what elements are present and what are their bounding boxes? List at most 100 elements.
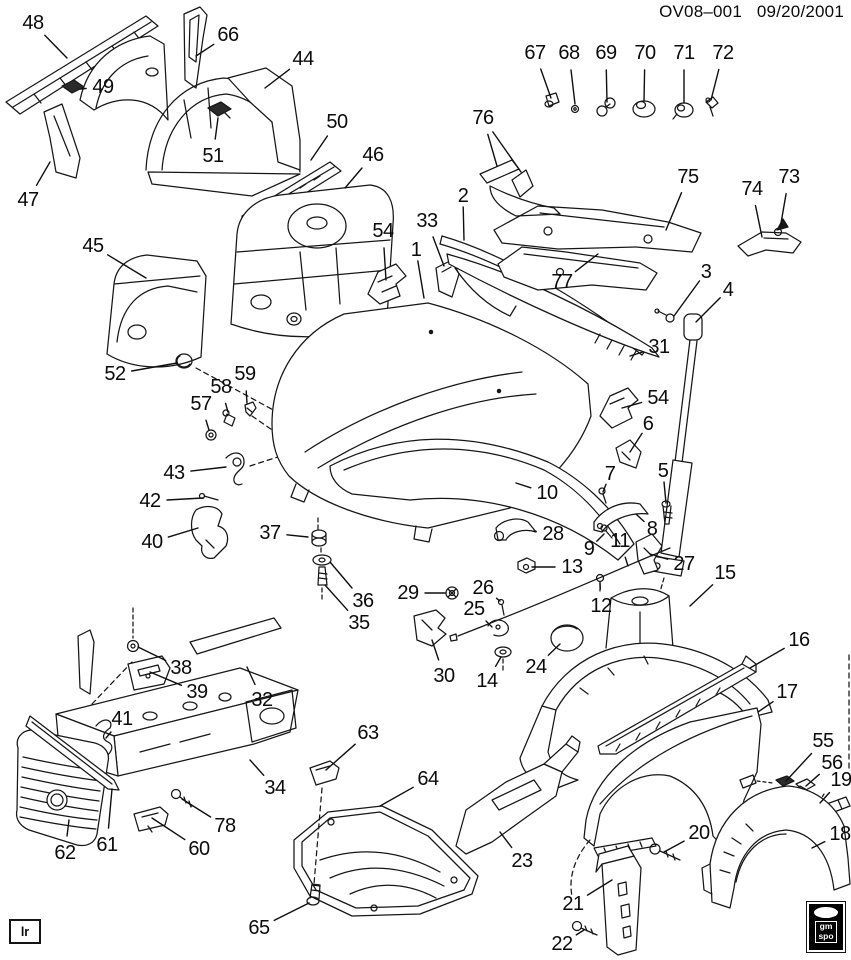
leader-line-77 — [574, 253, 599, 273]
callout-33: 33 — [416, 210, 438, 232]
callout-50: 50 — [326, 111, 348, 133]
callout-17: 17 — [776, 681, 798, 703]
leader-line-30 — [431, 639, 440, 661]
leader-line-23 — [499, 831, 513, 849]
callout-27: 27 — [673, 553, 695, 575]
part-sketch-clip-55 — [756, 775, 795, 787]
leader-line-52 — [130, 362, 178, 372]
callout-70: 70 — [634, 42, 656, 64]
leader-line-8 — [635, 513, 645, 523]
leader-line-74 — [754, 204, 763, 238]
leader-line-4 — [695, 297, 721, 323]
part-sketch-apron-45 — [106, 254, 207, 368]
logo-word-spo: spo — [818, 930, 834, 941]
callout-13: 13 — [561, 556, 583, 578]
leader-line-55 — [785, 752, 813, 782]
callout-22: 22 — [551, 933, 573, 955]
leader-line-64 — [379, 786, 414, 807]
leader-line-31 — [629, 351, 644, 357]
callout-32: 32 — [251, 689, 273, 711]
revision-mark-text: lr — [20, 924, 30, 939]
logo-text: gm spo — [815, 921, 837, 943]
leader-line-35 — [324, 584, 349, 611]
leader-line-54 — [383, 247, 387, 281]
callout-20: 20 — [688, 822, 710, 844]
leader-line-26 — [495, 597, 501, 602]
part-sketch-fastener-69 — [596, 97, 616, 117]
logo-word-gm: gm — [819, 921, 833, 931]
part-sketch-fastener-72 — [705, 96, 719, 117]
leader-line-76 — [487, 133, 498, 167]
callout-31: 31 — [648, 336, 670, 358]
leader-line-75 — [665, 191, 683, 231]
callout-25: 25 — [463, 598, 485, 620]
leader-line-76 — [492, 131, 522, 173]
callout-12: 12 — [590, 595, 612, 617]
callout-48: 48 — [22, 12, 44, 34]
part-sketch-bracket-23 — [455, 735, 581, 855]
logo-oval-icon — [814, 907, 838, 918]
callout-36: 36 — [352, 590, 374, 612]
part-sketch-bumper-54-right — [599, 387, 639, 429]
part-sketch-fender-17 — [570, 707, 762, 897]
leader-line-47 — [35, 161, 51, 187]
leader-line-61 — [107, 788, 113, 829]
leader-line-50 — [310, 135, 329, 161]
callout-11: 11 — [610, 530, 630, 552]
callout-63: 63 — [357, 722, 379, 744]
callout-46: 46 — [362, 144, 384, 166]
part-sketch-wheelhouse-44 — [145, 67, 301, 197]
leader-line-1 — [417, 260, 425, 299]
leader-line-27 — [649, 553, 669, 560]
leader-line-11 — [624, 556, 629, 567]
callout-62: 62 — [54, 842, 76, 864]
leader-line-10 — [515, 482, 532, 489]
leader-line-54 — [621, 401, 643, 409]
callout-59: 59 — [234, 363, 256, 385]
callout-78: 78 — [214, 815, 236, 837]
callout-3: 3 — [700, 261, 712, 283]
leader-line-32 — [246, 666, 256, 686]
part-sketch-bolt-22 — [571, 920, 598, 936]
callout-16: 16 — [788, 629, 810, 651]
leader-line-18 — [811, 840, 826, 849]
callout-57: 57 — [190, 393, 212, 415]
callout-51: 51 — [202, 145, 224, 167]
leader-line-42 — [166, 497, 204, 501]
callout-21: 21 — [562, 893, 584, 915]
part-sketch-spring-41 — [95, 719, 113, 765]
part-sketch-fastener-70 — [632, 100, 656, 118]
callout-39: 39 — [186, 681, 208, 703]
leader-line-59 — [245, 390, 248, 404]
leader-line-25 — [485, 620, 493, 628]
leader-line-39 — [149, 671, 183, 686]
part-sketch-brace-21 — [595, 845, 642, 956]
leader-line-7 — [602, 483, 607, 493]
leader-line-44 — [264, 68, 291, 89]
leader-line-24 — [547, 643, 561, 656]
part-sketch-bolt-stack-35-36-37 — [311, 517, 332, 603]
leader-line-48 — [44, 34, 68, 59]
callout-54: 54 — [647, 387, 669, 409]
part-sketch-molding-61 — [25, 715, 120, 791]
callout-18: 18 — [829, 823, 851, 845]
part-sketch-splash-shield — [293, 805, 479, 917]
part-sketch-bolt-65 — [306, 883, 321, 906]
leader-line-60 — [151, 817, 186, 841]
part-sketch-fender-skirt — [79, 35, 169, 121]
leader-line-15 — [689, 584, 714, 607]
part-sketch-bracket-39 — [127, 655, 171, 691]
callout-75: 75 — [677, 166, 699, 188]
part-sketch-bumper-54-left — [367, 263, 407, 305]
part-sketch-cowl-panel-77 — [497, 246, 658, 291]
leader-line-34 — [249, 759, 265, 776]
callout-47: 47 — [17, 189, 39, 211]
callout-38: 38 — [170, 657, 192, 679]
leader-line-73 — [780, 192, 787, 224]
callout-44: 44 — [292, 48, 314, 70]
leader-line-37 — [286, 534, 309, 538]
leader-line-6 — [629, 432, 643, 453]
part-sketch-hood-rear-panel — [329, 438, 635, 561]
leader-line-16 — [749, 647, 785, 669]
